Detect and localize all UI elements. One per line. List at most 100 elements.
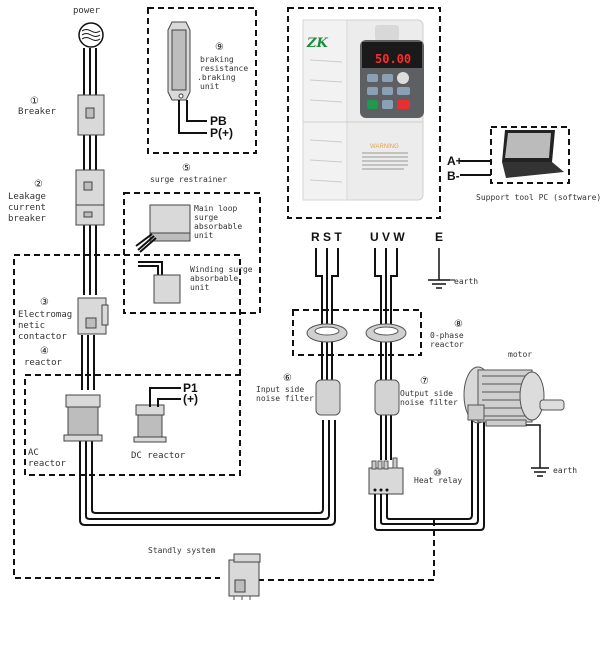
output-filter-number: ⑦ xyxy=(420,376,429,387)
breaker-number: ① xyxy=(30,96,39,107)
key-shift-right[interactable] xyxy=(367,87,378,95)
output-noise-filter-device xyxy=(374,379,400,416)
inverter-device xyxy=(302,19,424,201)
main-supply-wires xyxy=(79,48,336,526)
input-noise-filter-device xyxy=(315,379,341,416)
key-down[interactable] xyxy=(382,100,393,109)
braking-label-4: unit xyxy=(200,82,219,91)
reactor-group-box xyxy=(24,374,241,476)
comm-terminal-a: A+ xyxy=(447,154,463,168)
heat-relay-number: ⑩ xyxy=(433,468,442,479)
winding-surge-label-2: absorbable xyxy=(190,274,238,283)
input-filter-label-1: Input side xyxy=(256,385,304,394)
earth-label: earth xyxy=(454,277,478,286)
dc-reactor-label: DC reactor xyxy=(131,451,186,461)
leakage-breaker-device xyxy=(75,169,105,226)
leakage-breaker-label-2: current xyxy=(8,203,46,213)
main-surge-label-1: Main loop xyxy=(194,204,238,213)
contactor-device xyxy=(77,297,109,335)
dc-terminal-p1: P1 xyxy=(183,381,198,395)
winding-surge-label-1: Winding surge xyxy=(190,265,253,274)
key-prg[interactable] xyxy=(367,74,378,82)
ferrite-ring-output xyxy=(365,323,407,343)
main-surge-label-4: unit xyxy=(194,231,213,240)
heat-relay-device xyxy=(368,457,404,495)
braking-terminal-p: P(+) xyxy=(210,126,233,140)
key-up[interactable] xyxy=(382,87,393,95)
reactor-number: ④ xyxy=(40,346,49,357)
output-terminals: U V W xyxy=(370,230,405,244)
zero-phase-label-2: reactor xyxy=(430,340,464,349)
braking-label-2: resistance xyxy=(200,64,248,73)
zero-phase-number: ⑧ xyxy=(454,319,463,330)
contactor-number: ③ xyxy=(40,297,49,308)
surge-label: surge restrainer xyxy=(150,175,227,184)
contactor-label-2: netic xyxy=(18,321,45,331)
zero-phase-reactor-box xyxy=(292,309,422,356)
motor-label: motor xyxy=(508,350,532,359)
braking-label-3: .braking xyxy=(197,73,236,82)
standby-loop-right xyxy=(258,520,435,581)
ac-reactor-label-2: reactor xyxy=(28,459,67,469)
output-filter-label-2: noise filter xyxy=(400,398,458,407)
pc-label: Support tool PC (software) xyxy=(476,193,601,202)
surge-restrainer-box xyxy=(123,192,261,314)
input-filter-label-2: noise filter xyxy=(256,394,314,403)
leakage-breaker-number: ② xyxy=(34,179,43,190)
key-shift[interactable] xyxy=(397,87,410,95)
warning-text-lines xyxy=(362,152,408,170)
output-filter-label-1: Output side xyxy=(400,389,453,398)
inverter-brand-logo: ZK xyxy=(306,36,328,51)
input-wires xyxy=(315,248,339,380)
surge-number: ⑤ xyxy=(182,163,191,174)
braking-terminal-pb: PB xyxy=(210,114,227,128)
input-terminals: R S T xyxy=(311,230,342,244)
braking-number: ⑨ xyxy=(215,42,224,53)
contactor-label-3: contactor xyxy=(18,332,67,342)
main-surge-label-2: surge xyxy=(194,213,218,222)
pc-box xyxy=(490,126,570,184)
motor-device xyxy=(463,366,565,477)
leakage-breaker-label-1: Leakage xyxy=(8,192,46,202)
inverter-keypad xyxy=(367,72,410,109)
breaker-label: Breaker xyxy=(18,107,57,117)
standby-label: Standly system xyxy=(148,546,216,555)
key-set[interactable] xyxy=(382,74,393,82)
braking-label-1: braking xyxy=(200,55,234,64)
power-source-icon xyxy=(78,22,104,48)
key-run[interactable] xyxy=(367,100,378,109)
winding-surge-unit-device xyxy=(138,261,181,304)
comm-terminal-b: B- xyxy=(447,169,460,183)
breaker-device xyxy=(77,94,105,136)
key-stop[interactable] xyxy=(397,100,410,109)
inverter-display: 50.00 xyxy=(375,52,411,66)
ac-reactor-label-1: AC xyxy=(28,448,39,458)
leakage-breaker-label-3: breaker xyxy=(8,214,47,224)
knob-dial[interactable] xyxy=(397,72,409,84)
earth-symbol xyxy=(428,248,455,289)
reactor-label: reactor xyxy=(24,358,63,368)
zero-phase-label-1: 0-phase xyxy=(430,331,464,340)
standby-contactor-device xyxy=(228,553,261,600)
dc-reactor-device xyxy=(133,387,181,443)
main-surge-unit-device xyxy=(135,204,191,253)
inverter-warning: WARNING xyxy=(370,144,399,150)
ac-reactor-device xyxy=(63,394,103,442)
motor-earth-label: earth xyxy=(553,466,577,475)
main-surge-label-3: absorbable xyxy=(194,222,242,231)
braking-unit-box xyxy=(147,7,257,154)
earth-terminal: E xyxy=(435,230,443,244)
heat-relay-label: Heat relay xyxy=(414,476,462,485)
input-filter-number: ⑥ xyxy=(283,373,292,384)
dc-terminal-plus: (+) xyxy=(183,392,198,406)
braking-resistor-device xyxy=(167,21,207,134)
standby-loop-left xyxy=(13,254,241,579)
inverter-box xyxy=(287,7,441,219)
ferrite-ring-input xyxy=(306,323,348,343)
contactor-label-1: Electromag xyxy=(18,310,72,320)
power-label: power xyxy=(73,6,101,16)
winding-surge-label-3: unit xyxy=(190,283,209,292)
laptop-icon xyxy=(502,130,564,178)
motor-wires xyxy=(374,420,485,531)
